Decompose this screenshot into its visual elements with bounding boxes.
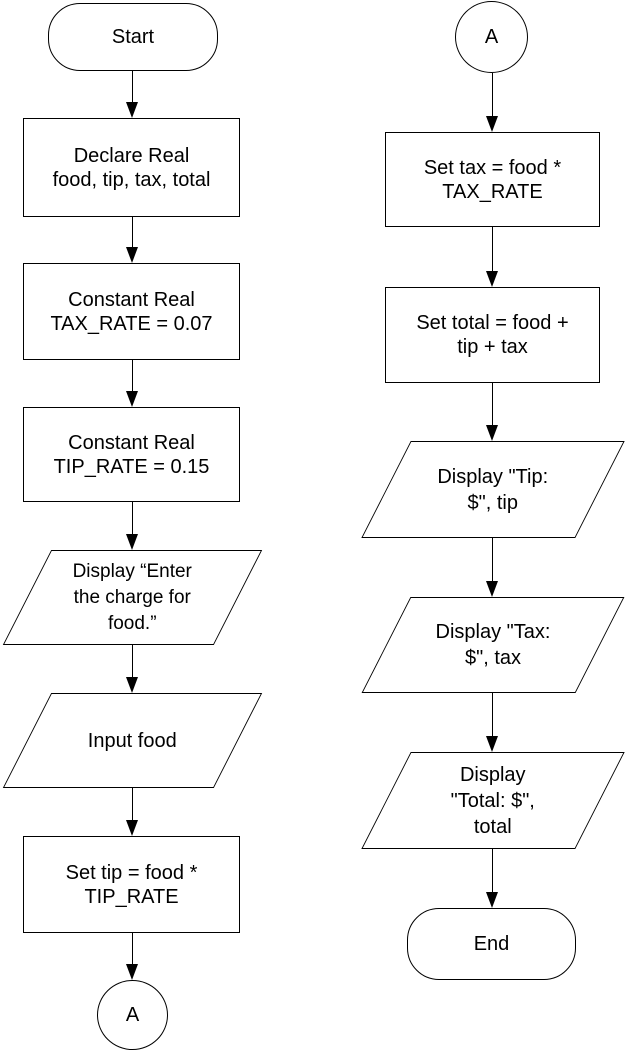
arrow-declare-to-const-tax <box>126 217 139 263</box>
io-display-tip: Display "Tip: $", tip <box>361 441 625 538</box>
arrow-display-tax-to-display-total <box>486 693 499 752</box>
arrowhead-icon <box>126 247 138 263</box>
io-input-food-label: Input food <box>88 729 177 752</box>
io-display-tax: Display "Tax: $", tax <box>361 597 625 693</box>
arrowhead-icon <box>486 892 498 908</box>
arrow-display-total-to-end <box>486 849 499 908</box>
connector-a-left-label: A <box>125 1004 140 1026</box>
io-display-food-prompt-label: Display “Enter the charge for food.” <box>72 560 193 634</box>
arrow-shaft <box>492 849 493 896</box>
io-display-food-prompt: Display “Enter the charge for food.” <box>2 550 263 645</box>
arrowhead-icon <box>126 820 138 836</box>
arrow-shaft <box>132 502 133 538</box>
process-set-tax-label: Set tax = food * TAX_RATE <box>423 156 562 203</box>
arrowhead-icon <box>126 391 138 407</box>
arrow-display-tip-to-display-tax <box>486 538 499 597</box>
process-set-total-label: Set total = food + tip + tax <box>416 312 569 358</box>
process-set-tip: Set tip = food * TIP_RATE <box>23 836 240 933</box>
io-display-tax-label: Display "Tax: $", tax <box>435 621 551 669</box>
process-declare-variables-label: Declare Real food, tip, tax, total <box>52 144 211 191</box>
arrow-shaft <box>132 71 133 106</box>
io-display-total-label: Display "Total: $", total <box>450 763 536 838</box>
arrow-shaft <box>132 360 133 395</box>
arrow-shaft <box>492 538 493 585</box>
io-input-food: Input food <box>2 693 263 788</box>
arrow-shaft <box>492 73 493 120</box>
process-set-tax: Set tax = food * TAX_RATE <box>385 132 600 227</box>
arrow-shaft <box>492 227 493 275</box>
arrowhead-icon <box>126 102 138 118</box>
terminal-end-label: End <box>473 933 510 955</box>
io-display-total: Display "Total: $", total <box>361 752 625 849</box>
arrowhead-icon <box>126 677 138 693</box>
terminal-end: End <box>407 908 576 980</box>
arrow-const-tax-to-const-tip <box>126 360 139 407</box>
arrow-shaft <box>492 693 493 740</box>
arrow-shaft <box>132 217 133 251</box>
io-display-tip-label: Display "Tip: $", tip <box>437 465 549 514</box>
arrow-const-tip-to-display-prompt <box>126 502 139 550</box>
arrow-shaft <box>132 788 133 824</box>
terminal-start-label: Start <box>111 26 155 48</box>
arrowhead-icon <box>486 271 498 287</box>
arrowhead-icon <box>126 964 138 980</box>
arrow-start-to-declare <box>126 71 139 118</box>
arrow-set-total-to-display-tip <box>486 383 499 441</box>
arrow-connector-a-to-set-tax <box>486 73 499 132</box>
connector-a-right: A <box>455 1 528 73</box>
arrowhead-icon <box>486 116 498 132</box>
arrow-input-food-to-set-tip <box>126 788 139 836</box>
arrowhead-icon <box>486 736 498 752</box>
arrowhead-icon <box>126 534 138 550</box>
process-set-tip-label: Set tip = food * TIP_RATE <box>65 861 198 908</box>
process-constant-tax-rate: Constant Real TAX_RATE = 0.07 <box>23 263 240 360</box>
arrow-set-tax-to-set-total <box>486 227 499 287</box>
arrow-display-prompt-to-input-food <box>126 645 139 693</box>
arrowhead-icon <box>486 425 498 441</box>
process-constant-tax-rate-label: Constant Real TAX_RATE = 0.07 <box>50 288 213 335</box>
arrow-shaft <box>132 933 133 968</box>
arrow-set-tip-to-connector-a <box>126 933 139 980</box>
arrowhead-icon <box>486 581 498 597</box>
connector-a-right-label: A <box>484 26 499 48</box>
arrow-shaft <box>492 383 493 429</box>
process-set-total: Set total = food + tip + tax <box>385 287 600 383</box>
process-declare-variables: Declare Real food, tip, tax, total <box>23 118 240 217</box>
terminal-start: Start <box>48 3 218 71</box>
arrow-shaft <box>132 645 133 681</box>
connector-a-left: A <box>97 980 168 1050</box>
process-constant-tip-rate: Constant Real TIP_RATE = 0.15 <box>23 407 240 502</box>
process-constant-tip-rate-label: Constant Real TIP_RATE = 0.15 <box>53 431 210 478</box>
